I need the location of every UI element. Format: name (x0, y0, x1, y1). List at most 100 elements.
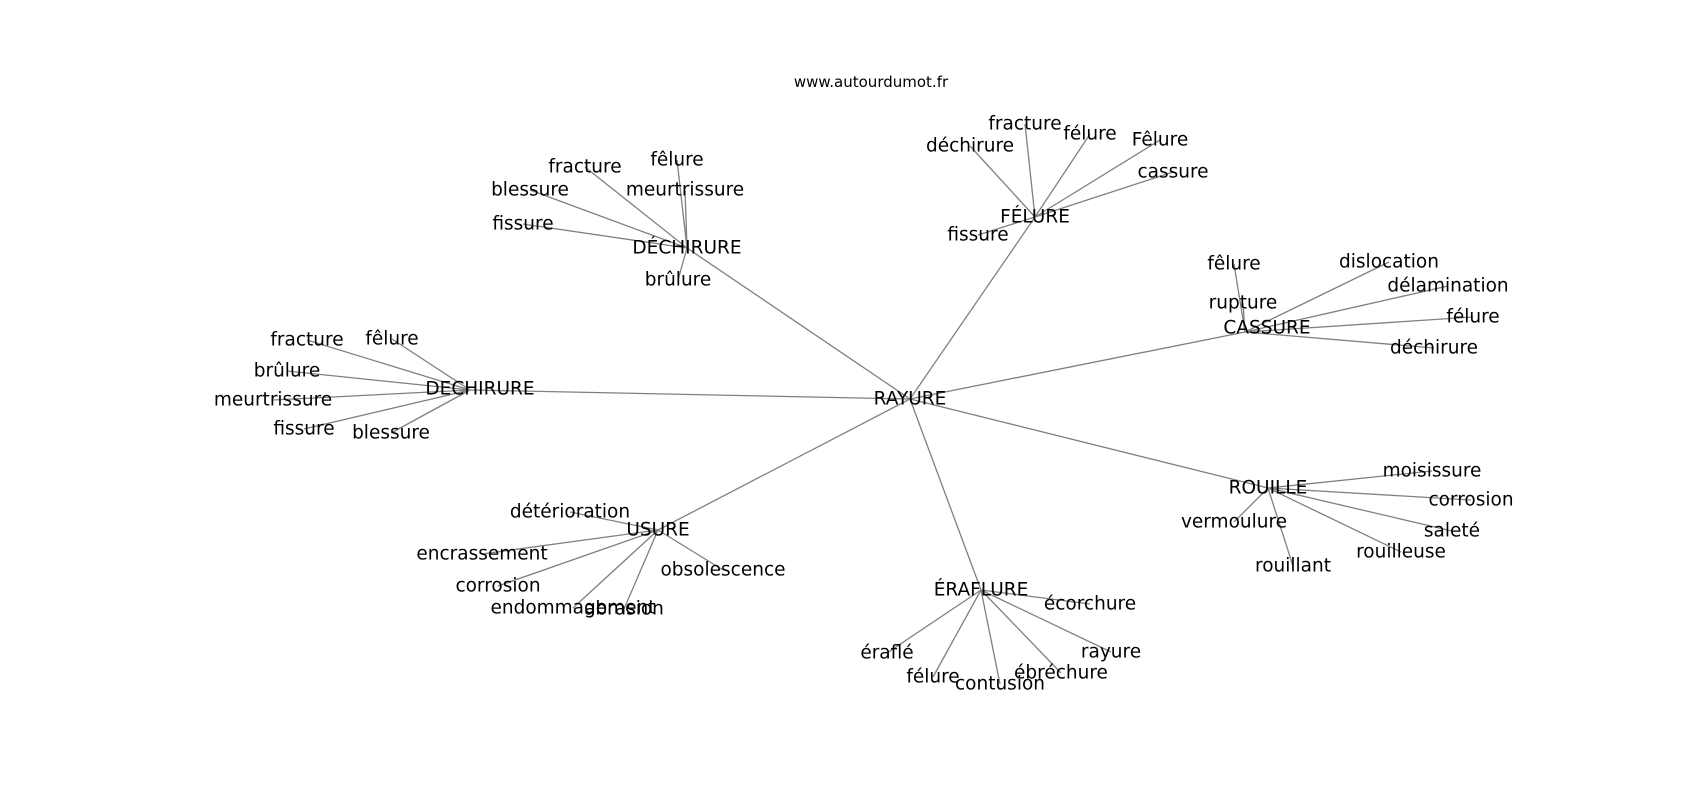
edge-cluster-to-leaf (623, 529, 659, 610)
leaf-word-label: Fêlure (1132, 130, 1188, 151)
edge-cluster-to-leaf (1034, 133, 1091, 218)
edge-cluster-to-leaf (932, 589, 982, 678)
leaf-word-label: fêlure (1207, 254, 1260, 275)
cluster-word-label: DÉCHIRURE (632, 237, 741, 259)
edge-cluster-to-leaf (980, 589, 1112, 653)
edge-cluster-to-leaf (529, 189, 688, 249)
edges-layer (272, 123, 1474, 685)
edge-cluster-to-leaf (980, 589, 1001, 685)
edge-cluster-to-leaf (391, 338, 471, 391)
leaf-word-label: endommagement (490, 598, 655, 619)
leaf-word-label: abrasion (584, 599, 664, 620)
edge-center-to-cluster (909, 331, 1246, 400)
edge-cluster-to-leaf (1244, 261, 1390, 333)
leaf-word-label: délamination (1387, 276, 1508, 297)
leaf-word-label: fissure (273, 419, 334, 440)
edge-cluster-to-leaf (1034, 139, 1161, 218)
center-word-label: RAYURE (874, 389, 947, 410)
edge-cluster-to-leaf (1024, 123, 1036, 218)
edge-cluster-to-leaf (1242, 302, 1246, 333)
leaf-word-label: détérioration (510, 502, 630, 523)
leaf-word-label: vermoulure (1181, 512, 1287, 533)
leaf-word-label: cassure (1137, 162, 1208, 183)
edge-cluster-to-leaf (1244, 285, 1449, 333)
edge-cluster-to-leaf (303, 389, 471, 430)
leaf-word-label: corrosion (455, 576, 540, 597)
edge-cluster-to-leaf (1244, 331, 1435, 349)
edge-center-to-cluster (909, 398, 1269, 489)
edge-cluster-to-leaf (677, 247, 688, 281)
leaf-word-label: fracture (270, 330, 343, 351)
edge-cluster-to-leaf (657, 529, 724, 571)
leaf-word-label: corrosion (1428, 490, 1513, 511)
leaf-word-label: meurtrissure (626, 180, 744, 201)
leaf-word-label: fêlure (650, 150, 703, 171)
leaf-word-label: saleté (1424, 521, 1480, 542)
leaf-word-label: fêlure (365, 329, 418, 350)
edge-cluster-to-leaf (1267, 487, 1294, 567)
edge-cluster-to-leaf (1267, 487, 1453, 532)
edge-center-to-cluster (657, 398, 911, 531)
leaf-word-label: blessure (491, 180, 569, 201)
leaf-word-label: félure (1446, 307, 1499, 328)
leaf-word-label: dislocation (1339, 252, 1439, 273)
edge-cluster-to-leaf (1267, 470, 1433, 489)
edge-cluster-to-leaf (1233, 487, 1269, 523)
leaf-word-label: déchirure (926, 136, 1014, 157)
edge-cluster-to-leaf (569, 511, 659, 531)
edge-cluster-to-leaf (1267, 487, 1472, 501)
edge-cluster-to-leaf (497, 529, 659, 587)
cluster-word-label: FÉLURE (1000, 206, 1070, 228)
cluster-word-label: DECHIRURE (425, 379, 534, 400)
leaf-word-label: fissure (947, 225, 1008, 246)
edge-center-to-cluster (469, 389, 911, 400)
leaf-word-label: ébréchure (1014, 663, 1108, 684)
edge-cluster-to-leaf (1233, 263, 1246, 333)
edge-cluster-to-leaf (684, 189, 688, 249)
leaf-word-label: meurtrissure (214, 390, 332, 411)
edge-cluster-to-leaf (522, 223, 688, 249)
leaf-word-label: écorchure (1044, 594, 1136, 615)
edge-cluster-to-leaf (481, 529, 659, 555)
edge-cluster-to-leaf (980, 589, 1062, 674)
edge-cluster-to-leaf (306, 339, 471, 391)
cluster-word-label: ÉRAFLURE (934, 579, 1029, 601)
leaf-word-label: rouillant (1255, 556, 1331, 577)
leaf-word-label: encrassement (416, 544, 547, 565)
leaf-word-label: obsolescence (660, 560, 785, 581)
edge-cluster-to-leaf (977, 216, 1036, 236)
edge-center-to-cluster (909, 216, 1036, 400)
cluster-word-label: USURE (626, 520, 689, 541)
leaf-word-label: éraflé (860, 643, 913, 664)
leaf-word-label: félure (1063, 124, 1116, 145)
edge-cluster-to-leaf (969, 145, 1036, 218)
edge-cluster-to-leaf (1267, 487, 1402, 553)
leaf-word-label: moisissure (1383, 461, 1482, 482)
edge-center-to-cluster (909, 398, 982, 591)
labels-layer: www.autourdumot.fr RAYURE DÉCHIRURE fract… (214, 73, 1514, 695)
edge-cluster-to-leaf (390, 389, 471, 434)
edge-cluster-to-leaf (1034, 171, 1174, 218)
leaf-word-label: rayure (1081, 642, 1141, 663)
edge-cluster-to-leaf (886, 589, 982, 654)
edge-cluster-to-leaf (676, 159, 688, 249)
leaf-word-label: fracture (988, 114, 1061, 135)
leaf-word-label: brûlure (254, 361, 321, 382)
leaf-word-label: brûlure (645, 270, 712, 291)
edge-cluster-to-leaf (572, 529, 659, 609)
edge-cluster-to-leaf (1244, 316, 1474, 333)
edge-cluster-to-leaf (980, 589, 1091, 605)
edge-center-to-cluster (686, 247, 911, 400)
leaf-word-label: contusion (955, 674, 1045, 695)
site-watermark: www.autourdumot.fr (794, 73, 949, 91)
leaf-word-label: fissure (492, 214, 553, 235)
edge-cluster-to-leaf (286, 370, 471, 391)
leaf-word-label: déchirure (1390, 338, 1478, 359)
leaf-word-label: rouilleuse (1356, 542, 1446, 563)
edge-cluster-to-leaf (584, 166, 688, 249)
cluster-word-label: ROUILLE (1229, 478, 1308, 499)
cluster-word-label: CASSURE (1223, 318, 1310, 339)
edge-cluster-to-leaf (272, 389, 471, 401)
leaf-word-label: blessure (352, 423, 430, 444)
